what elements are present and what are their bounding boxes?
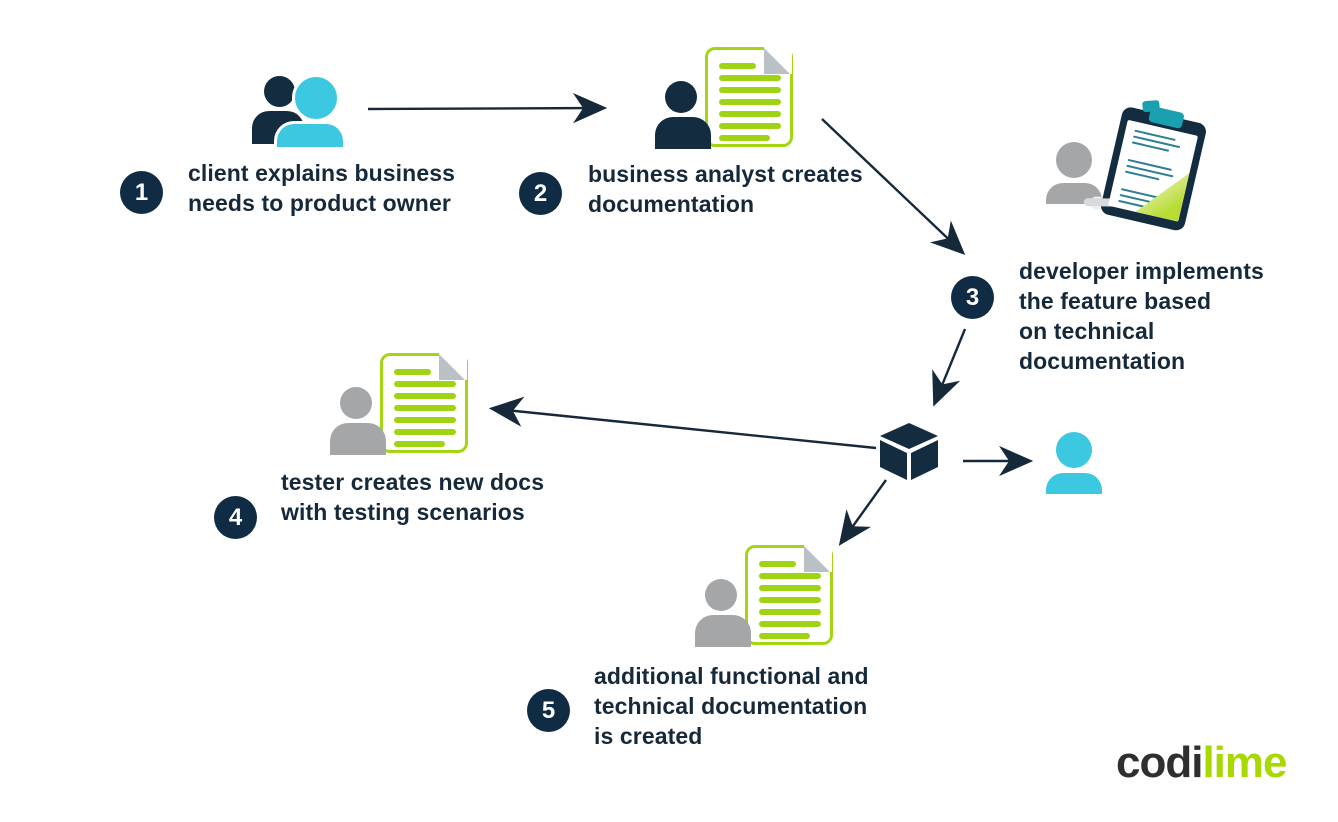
step-3-label: developer implements the feature based o… xyxy=(1019,258,1264,374)
person-head xyxy=(1056,432,1092,468)
document-fold-corner xyxy=(804,544,832,572)
document-fold-corner xyxy=(764,46,792,74)
step-1-number: 1 xyxy=(134,178,149,206)
step-4-number: 4 xyxy=(228,503,243,531)
arrow-cube-to-extra-doc xyxy=(838,479,887,546)
step-4-label: tester creates new docs with testing sce… xyxy=(281,469,545,525)
package-cube-icon xyxy=(880,423,938,480)
person-body xyxy=(1046,473,1102,494)
step-5-label: additional functional and technical docu… xyxy=(594,663,869,749)
document-fold-corner xyxy=(439,352,467,380)
arrow-developer-to-cube xyxy=(932,328,967,407)
step-1-badge: 1 xyxy=(120,171,163,214)
step-4-badge: 4 xyxy=(214,496,257,539)
arrow-cube-to-tester xyxy=(488,396,877,450)
logo-suffix: lime xyxy=(1202,738,1287,787)
step-3-badge: 3 xyxy=(951,276,994,319)
arrow-client-to-analyst xyxy=(367,92,608,124)
person-body xyxy=(655,117,711,149)
step-2-badge: 2 xyxy=(519,172,562,215)
document-text-lines xyxy=(394,369,456,453)
codilime-logo: codilime xyxy=(1116,738,1288,788)
back-person-head xyxy=(264,76,295,107)
person-head xyxy=(705,579,737,611)
step-5-number: 5 xyxy=(541,696,556,724)
person-head xyxy=(665,81,697,113)
two-people-icon xyxy=(252,74,348,147)
person-body xyxy=(695,615,751,647)
person-head xyxy=(340,387,372,419)
document-text-lines xyxy=(759,561,821,645)
step-1-label: client explains business needs to produc… xyxy=(188,160,456,216)
developer-person-icon xyxy=(1046,142,1102,204)
front-person-body xyxy=(274,121,346,147)
step-2-label: business analyst creates documentation xyxy=(588,161,863,217)
step-5-badge: 5 xyxy=(527,689,570,732)
person-document-icon xyxy=(695,544,835,647)
front-person-head xyxy=(292,74,340,122)
end-user-person-icon xyxy=(1046,432,1102,494)
person-head xyxy=(1056,142,1092,178)
person-body xyxy=(330,423,386,455)
logo-prefix: codi xyxy=(1116,738,1203,787)
clipboard-checklist-icon xyxy=(1083,105,1208,233)
step-3-number: 3 xyxy=(965,283,980,311)
person-document-icon xyxy=(330,352,470,455)
document-text-lines xyxy=(719,63,781,147)
step-2-number: 2 xyxy=(533,179,548,207)
person-document-icon xyxy=(655,46,795,149)
